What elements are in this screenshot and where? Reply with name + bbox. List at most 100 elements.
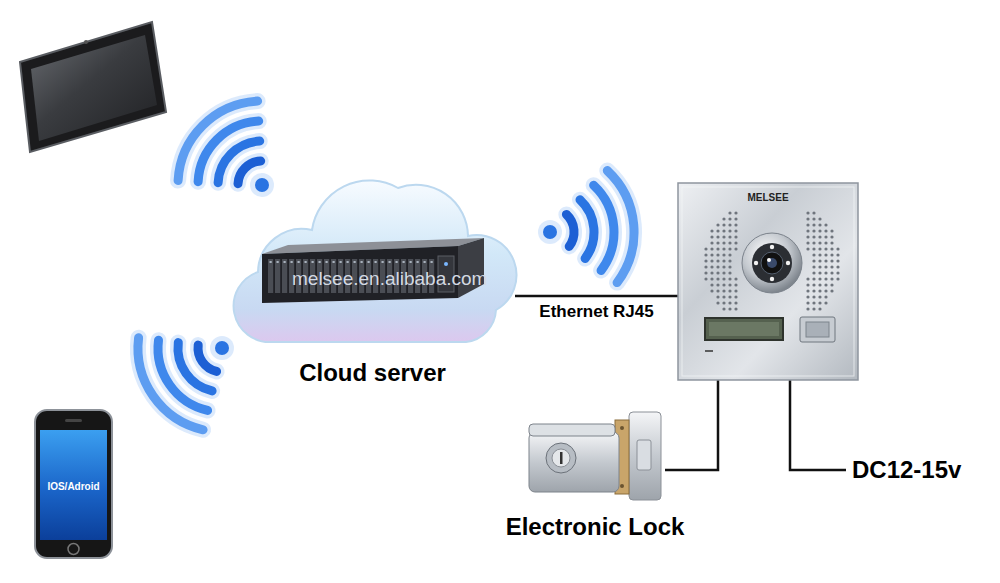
drive-led — [326, 261, 328, 263]
drive-led — [389, 261, 391, 263]
wifi-symbol — [138, 336, 234, 430]
speaker-hole — [806, 283, 809, 286]
speaker-hole — [710, 229, 713, 232]
speaker-hole — [806, 307, 809, 310]
wifi-dot — [215, 341, 229, 355]
speaker-hole — [812, 247, 815, 250]
speaker-hole — [728, 307, 731, 310]
speaker-hole — [824, 259, 827, 262]
speaker-hole — [722, 235, 725, 238]
server-led — [444, 262, 448, 266]
speaker-hole — [806, 247, 809, 250]
speaker-hole — [806, 301, 809, 304]
speaker-hole — [830, 283, 833, 286]
speaker-hole — [830, 247, 833, 250]
speaker-hole — [734, 283, 737, 286]
speaker-hole — [710, 265, 713, 268]
ir-led — [754, 261, 758, 265]
wifi-arc — [594, 185, 614, 270]
camera-lens — [761, 252, 783, 274]
speaker-hole — [818, 265, 821, 268]
drive-led — [361, 261, 363, 263]
smartphone: IOS/Adroid — [35, 410, 112, 558]
drive-led — [347, 261, 349, 263]
speaker-hole — [716, 271, 719, 274]
speaker-hole — [722, 271, 725, 274]
speaker-hole — [830, 265, 833, 268]
phone-screen — [40, 430, 107, 540]
connection-wire — [665, 380, 718, 470]
speaker-hole — [728, 295, 731, 298]
speaker-hole — [734, 223, 737, 226]
speaker-hole — [806, 289, 809, 292]
speaker-hole — [734, 241, 737, 244]
speaker-hole — [722, 265, 725, 268]
speaker-hole — [722, 295, 725, 298]
speaker-hole — [818, 277, 821, 280]
speaker-hole — [716, 235, 719, 238]
speaker-hole — [728, 271, 731, 274]
tablet-screen — [31, 35, 157, 141]
speaker-hole — [734, 217, 737, 220]
drive-led — [368, 261, 370, 263]
drive-led — [417, 261, 419, 263]
speaker-hole — [734, 289, 737, 292]
speaker-hole — [830, 253, 833, 256]
speaker-hole — [710, 247, 713, 250]
camera-ring — [742, 233, 802, 293]
speaker-hole — [728, 247, 731, 250]
speaker-hole — [836, 265, 839, 268]
speaker-hole — [806, 223, 809, 226]
speaker-hole — [704, 271, 707, 274]
wifi-arc — [178, 101, 258, 181]
speaker-hole — [734, 211, 737, 214]
door-station-panel: MELSEE — [678, 183, 858, 380]
speaker-hole — [824, 283, 827, 286]
watermark: melsee.en.alibaba.com — [292, 268, 487, 290]
speaker-hole — [830, 289, 833, 292]
speaker-hole — [734, 277, 737, 280]
speaker-hole — [728, 229, 731, 232]
speaker-hole — [836, 277, 839, 280]
speaker-hole — [710, 289, 713, 292]
speaker-hole — [704, 265, 707, 268]
drive-led — [340, 261, 342, 263]
speaker-hole — [734, 295, 737, 298]
panel-plate — [678, 183, 858, 380]
tablet-camera — [84, 40, 88, 44]
speaker-hole — [734, 301, 737, 304]
speaker-hole — [818, 307, 821, 310]
speaker-hole — [728, 259, 731, 262]
speaker-hole — [830, 235, 833, 238]
cloud-server: Cloud server — [230, 160, 515, 350]
speaker-hole — [710, 241, 713, 244]
speaker-hole — [716, 253, 719, 256]
speaker-hole — [836, 253, 839, 256]
drive-led — [354, 261, 356, 263]
speaker-hole — [812, 271, 815, 274]
strike-plate — [629, 412, 661, 500]
lens-highlight — [767, 258, 771, 262]
home-button — [68, 544, 79, 555]
speaker-hole — [818, 247, 821, 250]
wifi-glow — [538, 220, 562, 244]
screw — [620, 426, 624, 430]
speaker-hole — [716, 277, 719, 280]
door-station-panel-outline — [678, 183, 858, 380]
speaker-hole — [728, 241, 731, 244]
speaker-hole — [716, 283, 719, 286]
speaker-hole — [704, 259, 707, 262]
speaker-hole — [722, 229, 725, 232]
speaker-hole — [710, 235, 713, 238]
drive-led — [382, 261, 384, 263]
speaker-hole — [812, 265, 815, 268]
speaker-hole — [818, 253, 821, 256]
speaker-hole — [716, 241, 719, 244]
ir-led — [770, 245, 774, 249]
wifi-glow — [580, 200, 594, 259]
drive-led — [284, 261, 286, 263]
speaker-hole — [722, 289, 725, 292]
speaker-hole — [818, 289, 821, 292]
cloud-shape — [234, 180, 517, 342]
